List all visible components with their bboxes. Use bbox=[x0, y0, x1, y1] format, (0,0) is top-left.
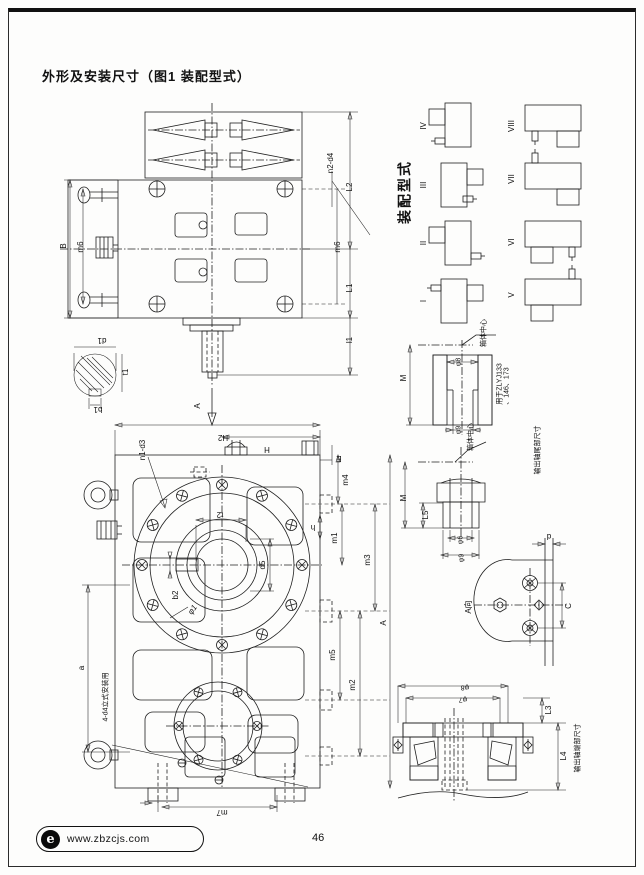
page-title: 外形及安装尺寸（图1 装配型式） bbox=[42, 69, 251, 84]
shaft-tail-section-title: 输出轴尾部尺寸 bbox=[534, 425, 542, 475]
vertical-mount-note: 4-d4立式安装用 bbox=[102, 672, 110, 722]
shaft-section-detail bbox=[73, 353, 117, 397]
logo-e-icon: e bbox=[41, 829, 60, 849]
gearbox-front-view-drawing bbox=[82, 422, 393, 812]
dim-label-a-right: A bbox=[378, 620, 388, 626]
dim-label-m6-right: m6 bbox=[332, 241, 342, 253]
box-center-note-lower: 箱体中心 bbox=[467, 423, 475, 451]
dim-label-n1-d3: n1-d3 bbox=[137, 439, 147, 461]
dim-label-m2: m2 bbox=[347, 679, 357, 691]
view-a-drawing bbox=[473, 538, 567, 666]
dim-label-d1: d1 bbox=[97, 336, 107, 346]
assembly-type-v: V bbox=[506, 292, 516, 298]
dim-label-e: E bbox=[336, 454, 342, 464]
bearing-section-dimensions bbox=[396, 683, 566, 792]
flange-bolts bbox=[136, 479, 308, 651]
dim-label-l1-lower: l1 bbox=[344, 336, 354, 344]
dim-label-n2-d4: n2-d4 bbox=[325, 152, 335, 174]
shaft-tail-bushing-drawing bbox=[406, 334, 496, 435]
view-a-label: A向 bbox=[463, 600, 473, 614]
box-center-note-upper: 箱体中心 bbox=[480, 319, 488, 347]
dim-label-c: C bbox=[563, 603, 573, 609]
assembly-type-iv: IV bbox=[418, 122, 428, 130]
assembly-type-iii: III bbox=[418, 181, 428, 189]
dim-label-shaft-end-bore: φ7 bbox=[458, 695, 468, 703]
dim-label-bore-dia: φ8 bbox=[455, 357, 463, 367]
breather-plug-icon bbox=[224, 440, 248, 456]
dim-label-m3: m3 bbox=[362, 554, 372, 566]
dim-label-b: B bbox=[58, 243, 68, 249]
assembly-type-vi: VI bbox=[506, 238, 516, 246]
front-view-geometry bbox=[83, 440, 333, 803]
dim-label-h-top: H bbox=[264, 445, 270, 455]
view-a-geometry bbox=[473, 538, 567, 666]
shaft-tail-shaft-drawing bbox=[401, 441, 487, 559]
dim-label-m-upper: M bbox=[398, 374, 408, 382]
website-url: www.zbzcjs.com bbox=[67, 833, 150, 845]
dim-label-m5: m5 bbox=[327, 649, 337, 661]
usage-note-line1: 用于ZLYJ133 bbox=[496, 363, 504, 405]
dim-label-shaft-end-outer: φ8 bbox=[460, 683, 470, 691]
dim-label-b2: b2 bbox=[170, 590, 180, 600]
publisher-logo: e www.zbzcjs.com bbox=[36, 826, 204, 852]
dim-label-a-left: a bbox=[76, 665, 86, 671]
dim-label-l5: L5 bbox=[420, 510, 430, 520]
usage-note: 用于ZLYJ133 、146、173 bbox=[497, 363, 512, 405]
shaft-end-bearing-drawing bbox=[392, 683, 566, 802]
dim-label-m-lower: M bbox=[398, 494, 408, 502]
dim-label-h: h bbox=[310, 523, 316, 533]
dim-label-l4: L4 bbox=[558, 751, 568, 761]
hex-bolt-icon bbox=[493, 597, 507, 613]
hand-knob-icon bbox=[96, 520, 122, 540]
dim-label-m7: m7 bbox=[216, 808, 228, 818]
dim-label-l3: L3 bbox=[543, 705, 553, 715]
lifting-eyebolt-icon bbox=[77, 186, 118, 309]
shaft-end-section-title: 输出轴端部尺寸 bbox=[574, 723, 582, 773]
assembly-type-diagrams bbox=[427, 102, 582, 324]
dim-label-h2: H2 bbox=[217, 433, 229, 443]
oil-plug-icon bbox=[301, 440, 319, 456]
bearing-section-geometry bbox=[392, 708, 534, 802]
dim-label-l2: L2 bbox=[344, 182, 354, 192]
screw-hidden-icon bbox=[190, 466, 210, 478]
bushing-section bbox=[418, 334, 496, 435]
view-a-letter: A bbox=[192, 403, 202, 409]
bolt-hole-icon bbox=[522, 575, 538, 636]
dim-label-l1: L1 bbox=[344, 283, 354, 293]
dim-label-m6-left: m6 bbox=[75, 241, 85, 253]
shaft-tail-section bbox=[418, 441, 487, 536]
assembly-type-i: I bbox=[418, 299, 428, 303]
gearbox-top-view-drawing bbox=[60, 103, 371, 427]
assembly-type-vii: VII bbox=[506, 174, 516, 184]
dim-label-b1: b1 bbox=[93, 405, 103, 415]
dim-label-m4: m4 bbox=[340, 474, 350, 486]
usage-note-line2: 、146、173 bbox=[504, 367, 511, 405]
dim-label-d5: d5 bbox=[257, 560, 267, 570]
page-number: 46 bbox=[312, 832, 325, 844]
view-a-arrow-icon bbox=[207, 388, 217, 427]
assembly-type-ii: II bbox=[418, 240, 428, 246]
front-view-dimensions bbox=[82, 422, 393, 812]
assembly-type-viii: VIII bbox=[506, 119, 516, 133]
top-view-dimensions bbox=[64, 110, 371, 409]
dim-label-d: d bbox=[546, 532, 552, 542]
dim-label-m1: m1 bbox=[329, 532, 339, 544]
page-border bbox=[8, 8, 636, 867]
dim-label-t1: t1 bbox=[120, 368, 130, 376]
dim-label-t2: t2 bbox=[216, 510, 224, 520]
top-view-geometry bbox=[60, 103, 310, 427]
lifting-eyebolt-icon bbox=[83, 480, 119, 770]
center-diamond-icon bbox=[533, 599, 545, 611]
hand-knob-icon bbox=[95, 236, 118, 259]
assembly-schematics bbox=[427, 102, 582, 324]
